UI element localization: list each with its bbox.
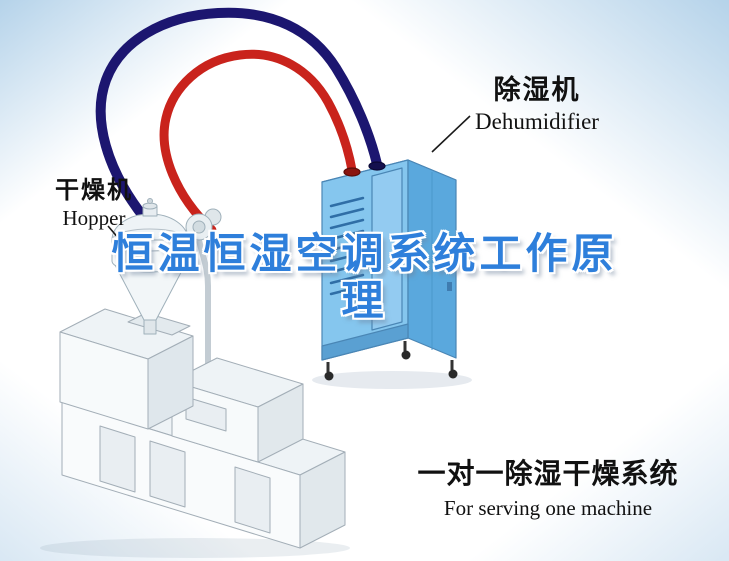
machine-mid-end — [257, 383, 304, 463]
machine-base-end — [299, 451, 346, 549]
bottom-caption-en: For serving one machine — [443, 496, 653, 520]
extruder-machine-illustration — [59, 239, 346, 549]
casters — [324, 341, 458, 381]
blue-hose — [95, 7, 382, 225]
red-hose-port — [343, 167, 361, 177]
hopper-cap-knob — [147, 198, 153, 204]
dehumidifier-label-zh: 除湿机 — [493, 75, 581, 106]
bottom-caption: 一对一除湿干燥系统 For serving one machine — [398, 452, 698, 521]
red-hose — [159, 49, 357, 235]
machine-head-side — [147, 335, 194, 430]
floor-shadows — [40, 371, 472, 558]
blue-hose-port — [368, 161, 386, 171]
hopper-label-en: Hopper — [62, 206, 126, 230]
page-title-line1: 恒温恒湿空调系统工作原 — [111, 229, 618, 278]
bottom-caption-zh: 一对一除湿干燥系统 — [417, 457, 679, 490]
callout-line-dehumidifier — [431, 115, 471, 153]
hopper-label: 干燥机 Hopper — [38, 170, 150, 231]
vent-slots — [329, 196, 365, 296]
blower-inlet — [192, 220, 206, 234]
machine-mid-panel — [185, 396, 227, 432]
callout-lines — [107, 115, 471, 255]
page-title-line2: 理 — [341, 276, 388, 326]
callout-line-hopper — [107, 225, 133, 255]
hopper-down-tube — [196, 239, 211, 368]
dehumidifier-label: 除湿机 Dehumidifier — [448, 68, 626, 135]
dehumidifier-illustration — [321, 159, 458, 381]
hopper-illustration — [111, 198, 222, 335]
side-hinge-top — [447, 240, 452, 249]
door-latch — [366, 253, 371, 262]
dehumidifier-label-en: Dehumidifier — [475, 109, 599, 134]
dehumidifier-plinth — [321, 323, 409, 361]
hopper-label-zh: 干燥机 — [55, 176, 133, 204]
door-handle — [366, 236, 371, 245]
hopper-rim — [111, 228, 189, 252]
door-panel — [371, 167, 403, 331]
machine-front-panels — [99, 425, 271, 534]
side-hinge-bottom — [447, 282, 452, 291]
page-title: 恒温恒湿空调系统工作原 理 — [0, 230, 729, 324]
